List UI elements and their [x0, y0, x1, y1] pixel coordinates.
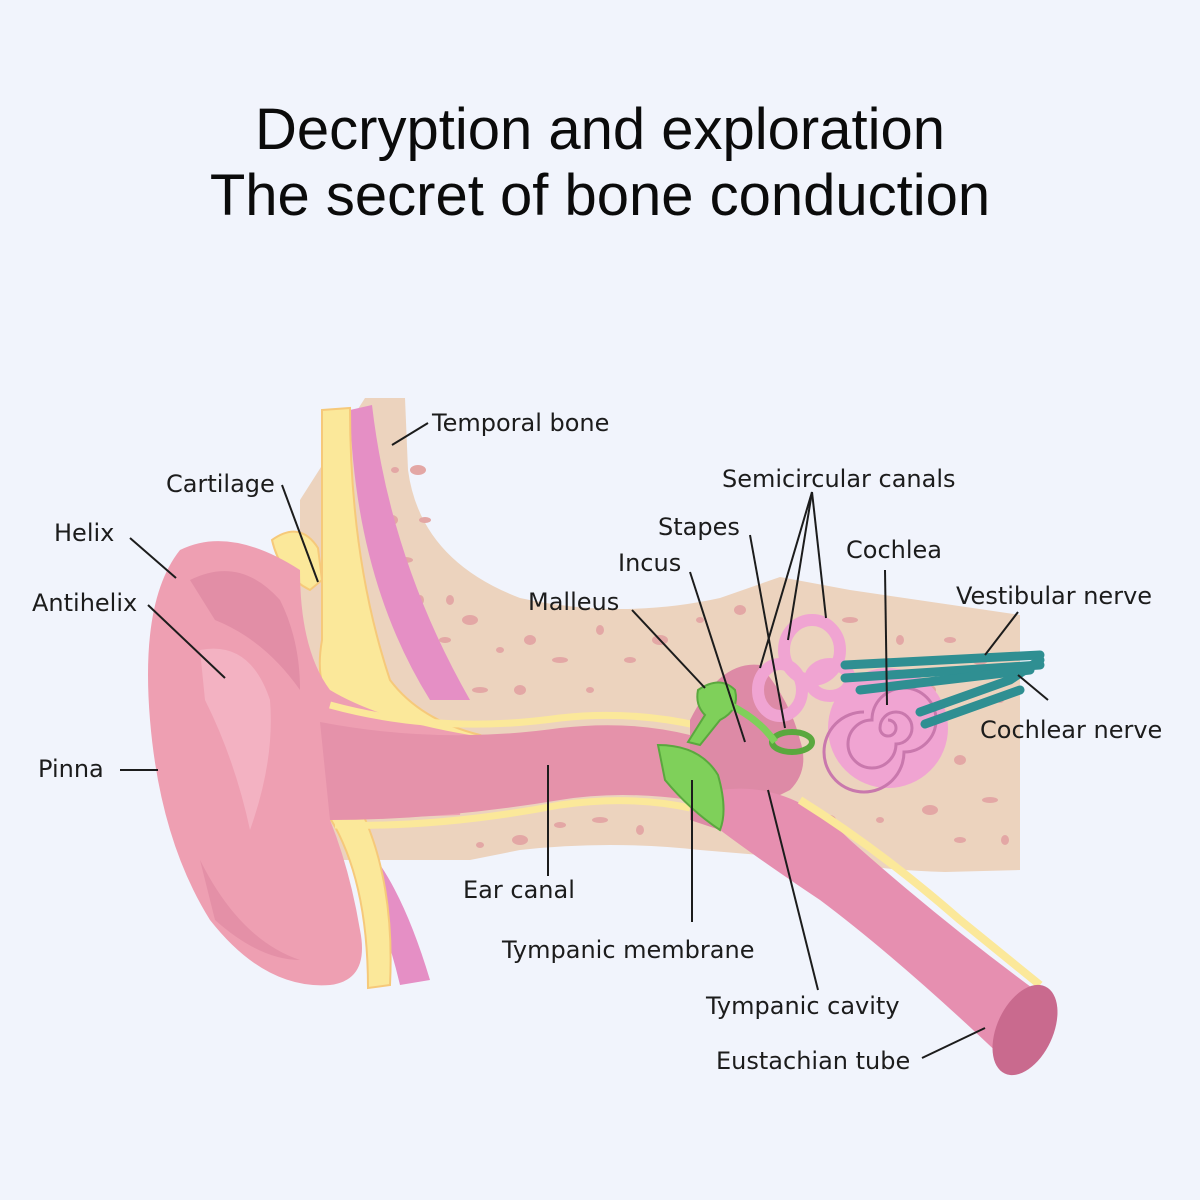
bone-pore — [391, 467, 399, 473]
label-helix: Helix — [54, 519, 114, 547]
label-antihelix: Antihelix — [32, 589, 137, 617]
label-cartilage: Cartilage — [166, 470, 275, 498]
cartilage-lower — [328, 806, 392, 990]
bone-pore — [842, 617, 858, 623]
bone-pore — [446, 595, 454, 605]
antihelix-fold — [200, 648, 271, 830]
malleus-shape — [686, 681, 737, 747]
bone-pore — [624, 657, 636, 663]
bone-pore — [552, 657, 568, 663]
label-malleus: Malleus — [528, 588, 619, 616]
bone-pore — [696, 617, 704, 623]
label-semicircular-canals: Semicircular canals — [722, 465, 956, 493]
tympanic-membrane-shape — [656, 743, 725, 832]
bone-pore — [439, 637, 451, 643]
label-vestibular-nerve: Vestibular nerve — [956, 582, 1152, 610]
bone-pore — [462, 615, 478, 625]
bone-pore — [1001, 835, 1009, 845]
bone-pore — [596, 625, 604, 635]
bone-pore — [476, 842, 484, 848]
bone-pore — [922, 805, 938, 815]
ear-canal-outline-bottom — [334, 797, 691, 829]
label-eustachian-tube: Eustachian tube — [716, 1047, 910, 1075]
label-cochlea: Cochlea — [846, 536, 942, 564]
eustachian-tube-wall — [797, 796, 1043, 989]
label-pinna: Pinna — [38, 755, 104, 783]
bone-pore — [592, 817, 608, 823]
bone-pore — [896, 635, 904, 645]
label-tympanic-membrane: Tympanic membrane — [501, 936, 754, 964]
fascia-band — [350, 405, 470, 700]
bone-pore — [496, 647, 504, 653]
label-ear-canal: Ear canal — [463, 876, 575, 904]
bone-pore — [514, 685, 526, 695]
ear-canal-shape — [320, 722, 690, 820]
bone-pore — [734, 605, 746, 615]
ear-canal-outline-top — [329, 701, 701, 730]
label-temporal-bone: Temporal bone — [431, 409, 609, 437]
bone-pore — [636, 825, 644, 835]
title-line-1: Decryption and exploration — [255, 97, 945, 162]
pinna-lobe-shade — [200, 860, 300, 960]
eustachian-tube-opening — [992, 984, 1058, 1076]
title-line-2: The secret of bone conduction — [209, 163, 991, 228]
bone-pore — [554, 822, 566, 828]
nerve-bundle-shape — [840, 650, 1045, 729]
label-stapes: Stapes — [658, 513, 740, 541]
bone-pore — [876, 817, 884, 823]
bone-pore — [512, 835, 528, 845]
label-tympanic-cavity: Tympanic cavity — [705, 992, 900, 1020]
leader-lines — [120, 422, 1049, 1059]
bone-pore — [419, 517, 431, 523]
bone-pore — [944, 637, 956, 643]
bone-pore — [954, 755, 966, 765]
bone-pore — [410, 465, 426, 475]
bone-pore — [954, 837, 966, 843]
bone-pore — [524, 635, 536, 645]
label-incus: Incus — [618, 549, 681, 577]
bone-pore — [982, 797, 998, 803]
label-cochlear-nerve: Cochlear nerve — [980, 716, 1162, 744]
bone-pore — [472, 687, 488, 693]
helix-fold — [190, 571, 300, 690]
eustachian-tube-shape — [720, 788, 1035, 1060]
cochlea-shape — [822, 668, 948, 794]
bone-pore — [586, 687, 594, 693]
